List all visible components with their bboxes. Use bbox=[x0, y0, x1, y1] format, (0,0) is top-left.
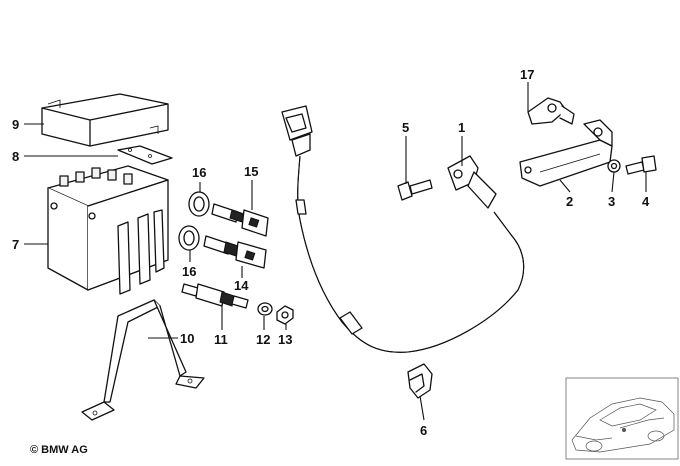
callout-10: 10 bbox=[180, 331, 194, 346]
part-5-screw[interactable] bbox=[397, 179, 433, 201]
part-15-temp-sender[interactable] bbox=[211, 203, 269, 237]
part-13-nut[interactable] bbox=[276, 305, 294, 325]
callout-7: 7 bbox=[12, 237, 19, 252]
part-16-upper-oring[interactable] bbox=[188, 191, 210, 217]
callout-17: 17 bbox=[520, 67, 534, 82]
part-2-mounting-bracket[interactable] bbox=[519, 119, 613, 187]
callout-12: 12 bbox=[256, 332, 270, 347]
callout-9: 9 bbox=[12, 117, 19, 132]
part-1-sensor-cable[interactable] bbox=[281, 105, 525, 353]
part-11-switch[interactable] bbox=[181, 283, 249, 309]
callout-13: 13 bbox=[278, 332, 292, 347]
part-3-washer[interactable] bbox=[607, 159, 621, 173]
callout-16-upper: 16 bbox=[192, 165, 206, 180]
callout-5: 5 bbox=[402, 120, 409, 135]
part-7-relay-box[interactable] bbox=[47, 165, 169, 295]
part-10-bracket[interactable] bbox=[81, 299, 205, 421]
part-14-temp-sensor[interactable] bbox=[203, 235, 267, 269]
callout-8: 8 bbox=[12, 149, 19, 164]
part-8-gasket[interactable] bbox=[117, 145, 173, 165]
callout-2: 2 bbox=[566, 194, 573, 209]
copyright-text: © BMW AG bbox=[30, 444, 88, 456]
part-9-cover[interactable] bbox=[41, 93, 169, 147]
part-17-small-bracket[interactable] bbox=[527, 97, 575, 125]
callout-6: 6 bbox=[420, 423, 427, 438]
part-12-washer[interactable] bbox=[257, 302, 273, 316]
vehicle-thumbnail bbox=[565, 377, 679, 460]
callout-4: 4 bbox=[642, 194, 650, 209]
part-6-clip[interactable] bbox=[407, 363, 433, 399]
callout-15: 15 bbox=[244, 164, 258, 179]
callout-1: 1 bbox=[458, 120, 465, 135]
callout-11: 11 bbox=[214, 332, 228, 347]
part-16-lower-oring[interactable] bbox=[178, 225, 200, 251]
callout-14: 14 bbox=[234, 278, 249, 293]
leader-lines bbox=[24, 82, 647, 421]
part-4-bolt[interactable] bbox=[625, 155, 657, 175]
callout-3: 3 bbox=[608, 194, 615, 209]
callout-16-lower: 16 bbox=[182, 264, 196, 279]
callouts: 9 8 7 10 16 16 15 14 11 12 13 5 1 17 2 3… bbox=[12, 67, 650, 438]
